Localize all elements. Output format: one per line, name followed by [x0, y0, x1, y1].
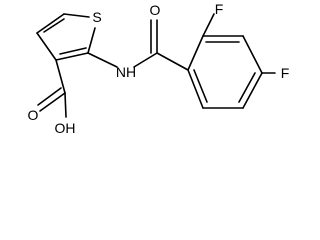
bond — [242, 35, 263, 74]
difluorophenyl-ring: F F — [187, 1, 290, 109]
amide-group: NH O — [87, 2, 189, 80]
bond — [87, 27, 96, 54]
bond — [36, 13, 65, 34]
bond — [156, 52, 189, 71]
bond — [55, 52, 89, 61]
bond — [59, 47, 87, 55]
acid-hydroxyl-label: OH — [55, 120, 76, 136]
bond — [187, 35, 204, 71]
bond — [202, 13, 215, 37]
thiophene-ring: S — [36, 9, 102, 61]
bond — [63, 13, 90, 18]
bond — [39, 92, 66, 112]
structure-diagram: S O OH NH O F F — [28, 1, 290, 136]
bond — [64, 92, 67, 118]
amide-nitrogen-label: NH — [116, 64, 136, 80]
bond — [238, 72, 256, 103]
bond — [87, 52, 118, 68]
fluorine-para-label: F — [281, 65, 290, 81]
bond — [43, 18, 65, 33]
bond — [242, 72, 263, 109]
acid-carbonyl-oxygen-label: O — [28, 107, 39, 123]
bond — [187, 69, 204, 109]
bond — [193, 69, 208, 103]
carboxylic-acid-group: O OH — [28, 59, 76, 136]
fluorine-ortho-label: F — [215, 1, 224, 17]
amide-oxygen-label: O — [150, 2, 161, 18]
bond — [133, 52, 158, 68]
bond — [37, 87, 62, 106]
bond — [36, 32, 57, 61]
sulfur-atom-label: S — [92, 9, 101, 25]
bond — [55, 59, 66, 94]
